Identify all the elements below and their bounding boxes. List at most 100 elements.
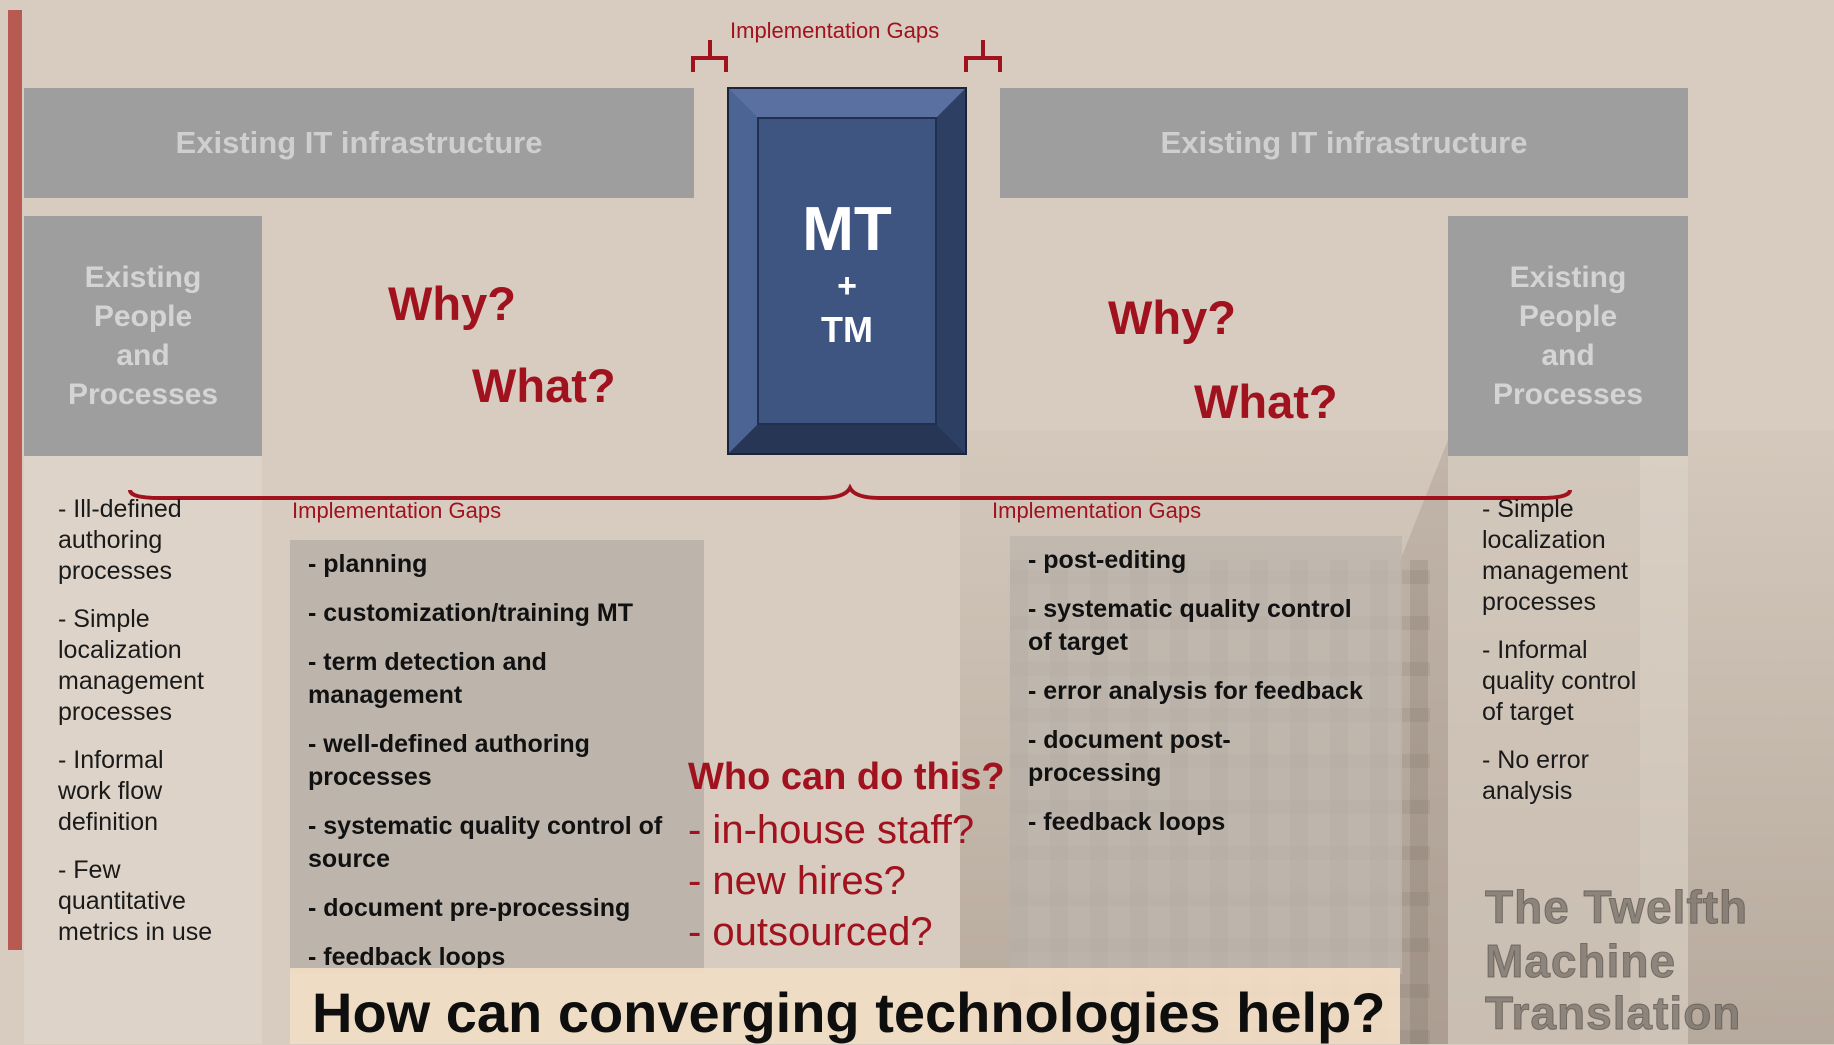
- what-right: What?: [1194, 375, 1338, 428]
- mt-tm-box: MT + TM: [727, 87, 967, 455]
- who-title: Who can do this?: [688, 756, 1005, 798]
- infra-right-label: Existing IT infrastructure: [1160, 125, 1528, 160]
- right-item-1: - Simple localization management process…: [1482, 494, 1682, 618]
- infra-bar-right: Existing IT infrastructure: [1000, 88, 1688, 198]
- left-item-2-line-2: localization: [58, 636, 182, 664]
- right-item-2-line-2: quality control: [1482, 667, 1637, 695]
- pp-right-line-4: Processes: [1492, 378, 1644, 411]
- right-column-list: - Simple localization management process…: [1482, 494, 1682, 824]
- why-right: Why?: [1108, 291, 1236, 344]
- watermark-line-2: Machine: [1484, 935, 1677, 988]
- right-item-1-line-3: management: [1482, 557, 1628, 585]
- right-gap-item-3: - error analysis for feedback: [1028, 675, 1408, 708]
- left-column-panel: [24, 456, 262, 1044]
- left-bracket-shape: [691, 40, 728, 72]
- left-accent-bar: [8, 10, 22, 950]
- right-item-3-line-2: analysis: [1482, 777, 1573, 805]
- left-gap-item-3: - term detection and management: [308, 646, 708, 712]
- what-left: What?: [472, 359, 616, 412]
- people-processes-right: Existing People and Processes: [1448, 216, 1688, 456]
- left-item-2-line-3: management: [58, 667, 204, 695]
- right-item-1-line-2: localization: [1482, 526, 1606, 554]
- who-item-in-house: - in-house staff?: [688, 808, 975, 852]
- left-gap-2-line-1: - customization/training MT: [308, 599, 633, 627]
- why-left: Why?: [388, 277, 516, 330]
- left-gap-3-line-2: management: [308, 681, 463, 709]
- left-gap-6-line-1: - document pre-processing: [308, 894, 631, 922]
- infra-bar-left: Existing IT infrastructure: [24, 88, 694, 198]
- left-item-1: - Ill-defined authoring processes: [58, 494, 258, 587]
- left-item-1-line-1: - Ill-defined: [58, 495, 182, 523]
- right-gap-4-line-2: processing: [1028, 759, 1162, 787]
- right-item-1-line-4: processes: [1482, 588, 1596, 616]
- left-gap-5-line-1: - systematic quality control of: [308, 812, 663, 840]
- left-gap-7-line-1: - feedback loops: [308, 943, 506, 971]
- pp-left-line-1: Existing: [84, 261, 202, 294]
- top-gap-brackets: [691, 40, 1002, 72]
- right-gap-item-1: - post-editing: [1028, 544, 1408, 577]
- mt-bevel-left: [729, 89, 757, 453]
- left-gap-list: - planning - customization/training MT -…: [308, 548, 708, 990]
- right-gap-item-4: - document post- processing: [1028, 724, 1408, 790]
- gaps-brace-path: [128, 483, 1572, 500]
- left-item-3-line-3: definition: [58, 808, 159, 836]
- mt-bevel-top: [729, 89, 965, 117]
- mt-label: MT: [802, 195, 892, 264]
- right-column-panel: [1448, 456, 1688, 1044]
- right-gap-item-5: - feedback loops: [1028, 806, 1408, 839]
- right-bracket-shape: [964, 40, 1002, 72]
- bottom-question: How can converging technologies help?: [312, 981, 1386, 1044]
- right-gap-item-2: - systematic quality control of target: [1028, 593, 1408, 659]
- left-item-1-line-3: processes: [58, 557, 172, 585]
- right-item-2: - Informal quality control of target: [1482, 635, 1682, 728]
- bottom-banner: [290, 968, 1400, 1044]
- right-item-3-line-1: - No error: [1482, 746, 1589, 774]
- left-gap-item-2: - customization/training MT: [308, 597, 708, 630]
- who-item-outsourced: - outsourced?: [688, 910, 933, 954]
- left-item-2-line-4: processes: [58, 698, 172, 726]
- left-gap-item-6: - document pre-processing: [308, 892, 708, 925]
- mt-bevel-right: [937, 89, 965, 453]
- left-item-2-line-1: - Simple: [58, 605, 150, 633]
- watermark-line-1: The Twelfth: [1484, 881, 1749, 934]
- left-gap-item-5: - systematic quality control of source: [308, 810, 708, 876]
- pp-left-line-2: People: [93, 300, 193, 333]
- mt-inner-panel: [757, 117, 937, 425]
- left-gap-label: Implementation Gaps: [292, 498, 502, 523]
- left-item-4-line-1: - Few: [58, 856, 121, 884]
- pp-right-line-1: Existing: [1509, 261, 1627, 294]
- right-gap-list: - post-editing - systematic quality cont…: [1028, 544, 1408, 855]
- right-gap-1-line-1: - post-editing: [1028, 546, 1187, 574]
- left-gap-1-line-1: - planning: [308, 550, 428, 578]
- left-item-3: - Informal work flow definition: [58, 745, 258, 838]
- pp-right-line-2: People: [1518, 300, 1618, 333]
- left-item-3-line-2: work flow: [58, 777, 163, 805]
- mt-bevel-bottom: [729, 425, 965, 453]
- left-item-1-line-2: authoring: [58, 526, 163, 554]
- right-gap-3-line-1: - error analysis for feedback: [1028, 677, 1363, 705]
- right-item-1-line-1: - Simple: [1482, 495, 1574, 523]
- right-gap-2-line-2: of target: [1028, 628, 1128, 656]
- plus-label: +: [837, 267, 857, 305]
- left-gap-panel: [290, 540, 704, 974]
- right-gap-4-line-1: - document post-: [1028, 726, 1231, 754]
- left-item-3-line-1: - Informal: [58, 746, 164, 774]
- tm-label: TM: [821, 309, 873, 350]
- right-gap-label: Implementation Gaps: [992, 498, 1202, 523]
- right-gap-2-line-1: - systematic quality control: [1028, 595, 1352, 623]
- left-column-list: - Ill-defined authoring processes - Simp…: [58, 494, 258, 965]
- who-item-new-hires: - new hires?: [688, 859, 906, 903]
- pp-right-line-3: and: [1541, 339, 1595, 372]
- left-item-4-line-3: metrics in use: [58, 918, 213, 946]
- pp-left-line-4: Processes: [67, 378, 219, 411]
- infra-left-label: Existing IT infrastructure: [175, 125, 543, 160]
- people-processes-left: Existing People and Processes: [24, 216, 262, 456]
- pp-left-line-3: and: [116, 339, 170, 372]
- top-gap-label: Implementation Gaps: [730, 18, 940, 43]
- left-item-2: - Simple localization management process…: [58, 604, 258, 728]
- left-gap-4-line-1: - well-defined authoring: [308, 730, 590, 758]
- watermark-line-3: Translation: [1484, 987, 1742, 1040]
- left-item-4-line-2: quantitative: [58, 887, 186, 915]
- left-item-4: - Few quantitative metrics in use: [58, 855, 258, 948]
- right-gap-5-line-1: - feedback loops: [1028, 808, 1226, 836]
